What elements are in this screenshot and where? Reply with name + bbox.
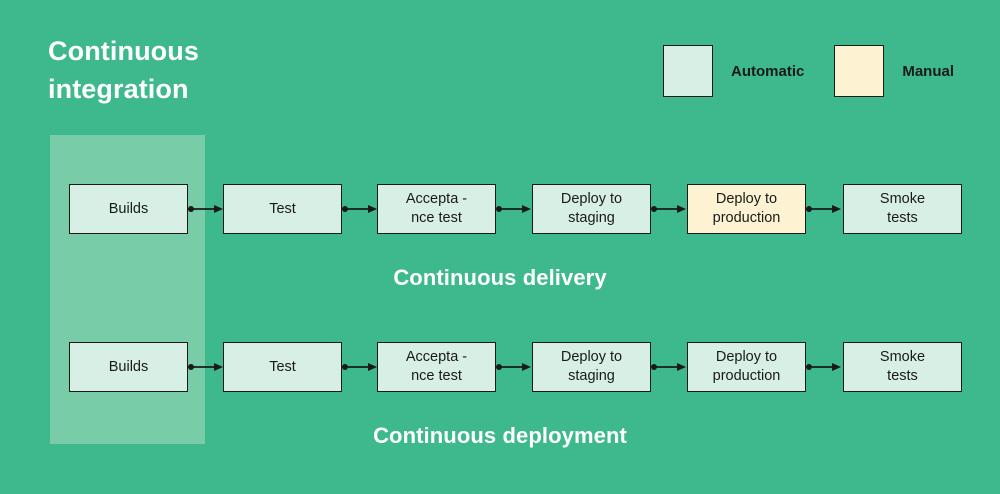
node-builds[interactable]: Builds	[69, 184, 188, 234]
connector-arrow	[188, 202, 223, 216]
legend-label-manual: Manual	[902, 62, 955, 80]
legend-label-automatic: Automatic	[731, 62, 805, 80]
connector-arrow	[651, 360, 686, 374]
node-deploy-to-staging[interactable]: Deploy to staging	[532, 184, 651, 234]
legend-item-automatic: Automatic	[663, 45, 804, 97]
section-label-continuous-delivery: Continuous delivery	[0, 265, 1000, 291]
connector-arrow	[496, 202, 531, 216]
node-smoke-tests[interactable]: Smoke tests	[843, 342, 962, 392]
legend: Automatic Manual	[663, 45, 954, 97]
connector-arrow	[188, 360, 223, 374]
connector-arrow	[651, 202, 686, 216]
node-acceptance-test[interactable]: Accepta - nce test	[377, 342, 496, 392]
node-deploy-to-staging[interactable]: Deploy to staging	[532, 342, 651, 392]
node-test[interactable]: Test	[223, 342, 342, 392]
page-title: Continuous integration	[48, 36, 199, 105]
connector-arrow	[806, 202, 841, 216]
node-acceptance-test[interactable]: Accepta - nce test	[377, 184, 496, 234]
connector-arrow	[806, 360, 841, 374]
legend-item-manual: Manual	[834, 45, 954, 97]
node-smoke-tests[interactable]: Smoke tests	[843, 184, 962, 234]
node-deploy-to-production[interactable]: Deploy to production	[687, 184, 806, 234]
node-deploy-to-production[interactable]: Deploy to production	[687, 342, 806, 392]
pipeline-row-continuous-delivery: Builds Test Accepta - nce test Deploy to…	[0, 184, 1000, 234]
connector-arrow	[342, 360, 377, 374]
connector-arrow	[496, 360, 531, 374]
node-builds[interactable]: Builds	[69, 342, 188, 392]
section-label-continuous-deployment: Continuous deployment	[0, 423, 1000, 449]
legend-swatch-manual	[834, 45, 885, 97]
section-label-text: Continuous deployment	[373, 423, 627, 448]
section-label-text: Continuous delivery	[393, 265, 607, 290]
connector-arrow	[342, 202, 377, 216]
pipeline-row-continuous-deployment: Builds Test Accepta - nce test Deploy to…	[0, 342, 1000, 392]
node-test[interactable]: Test	[223, 184, 342, 234]
legend-swatch-automatic	[663, 45, 713, 97]
